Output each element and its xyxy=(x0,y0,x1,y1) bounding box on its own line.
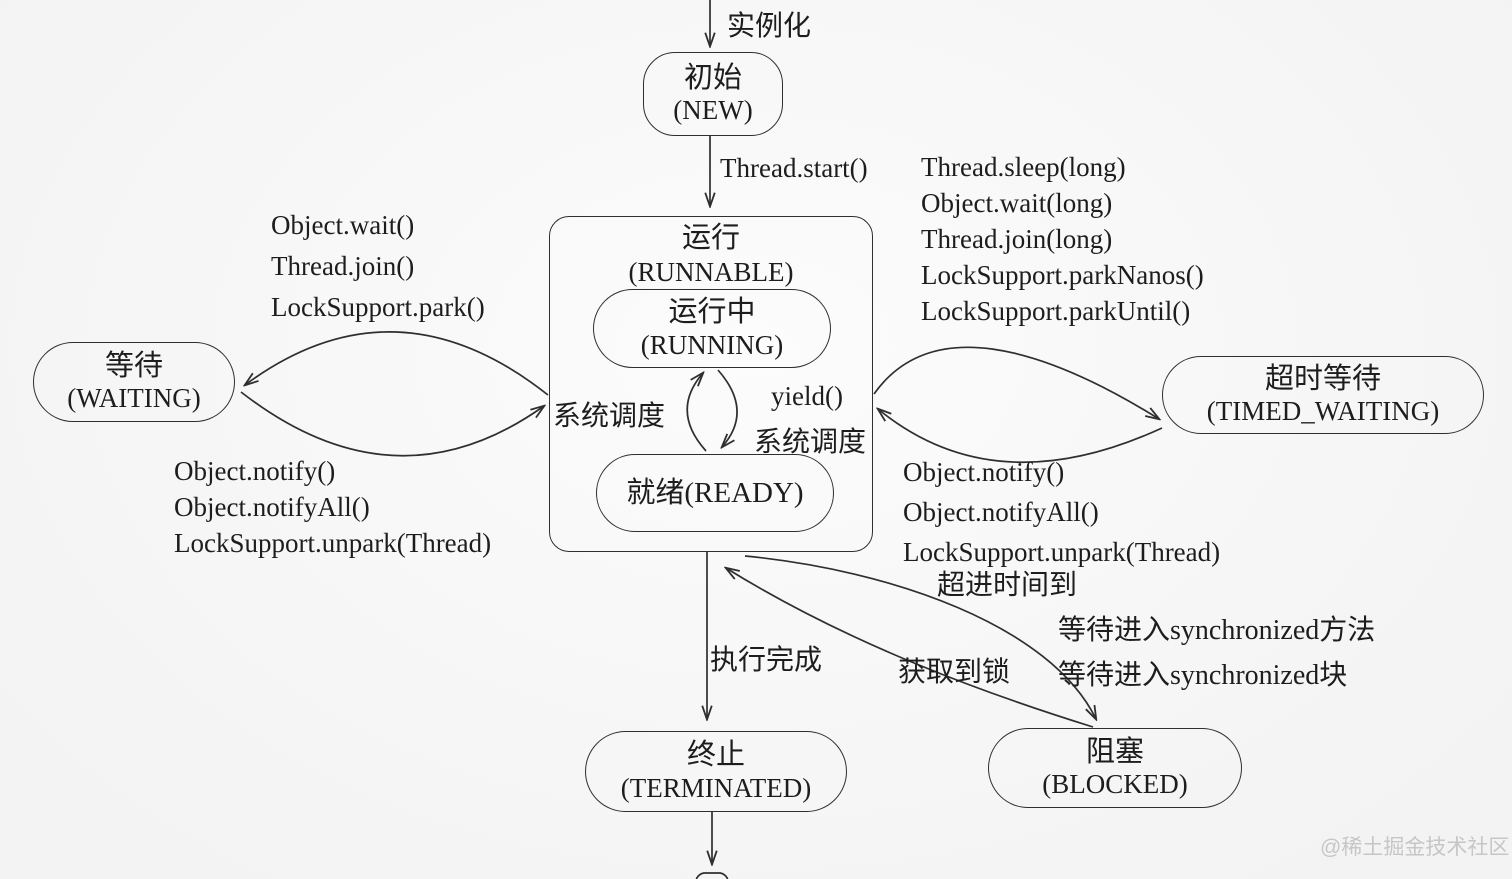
node-running: 运行中 (RUNNING) xyxy=(593,289,831,368)
label-group-waiting-to-runnable: Object.notify() Object.notifyAll() LockS… xyxy=(174,453,491,561)
label-thread-sleep-long: Thread.sleep(long) xyxy=(921,152,1126,182)
node-runnable: 运行 (RUNNABLE) 运行中 (RUNNING) 就绪(READY) xyxy=(549,216,873,552)
node-terminated-label-en: (TERMINATED) xyxy=(620,772,812,803)
label-locksupport-park: LockSupport.park() xyxy=(271,292,485,322)
node-blocked-label-zh: 阻塞 xyxy=(1085,735,1144,768)
node-waiting-label-en: (WAITING) xyxy=(67,383,201,414)
label-group-runnable-to-timed-waiting: Thread.sleep(long) Object.wait(long) Thr… xyxy=(921,149,1204,329)
node-blocked-label-en: (BLOCKED) xyxy=(1042,769,1188,800)
node-waiting: 等待 (WAITING) xyxy=(33,342,235,422)
label-thread-start: Thread.start() xyxy=(720,153,868,183)
node-waiting-label-zh: 等待 xyxy=(104,349,163,382)
node-timed-waiting: 超时等待 (TIMED_WAITING) xyxy=(1162,356,1484,434)
label-locksupport-parknanos: LockSupport.parkNanos() xyxy=(921,260,1204,290)
bottom-cropped-node-stub xyxy=(695,872,729,879)
edge-runnable-to-timed-waiting-arc xyxy=(873,346,1159,419)
label-object-wait-long: Object.wait(long) xyxy=(921,188,1113,218)
edge-blocked-to-runnable-curve xyxy=(726,568,1094,728)
label-execution-complete: 执行完成 xyxy=(710,645,823,676)
label-system-scheduler-left: 系统调度 xyxy=(553,401,666,432)
node-new-label-zh: 初始 xyxy=(683,61,742,94)
label-object-notifyall-right: Object.notifyAll() xyxy=(903,497,1099,527)
node-ready-label: 就绪(READY) xyxy=(626,476,804,509)
edge-running-to-ready-arc xyxy=(717,369,738,447)
label-lock-acquired: 获取到锁 xyxy=(898,657,1011,688)
label-thread-join-long: Thread.join(long) xyxy=(921,224,1113,254)
edge-waiting-to-runnable-arc xyxy=(240,391,544,457)
label-yield: yield() xyxy=(771,381,843,411)
edge-runnable-to-blocked-curve xyxy=(744,555,1096,719)
node-runnable-title: 运行 (RUNNABLE) xyxy=(550,221,872,289)
label-object-notifyall-left: Object.notifyAll() xyxy=(174,492,370,522)
node-blocked: 阻塞 (BLOCKED) xyxy=(988,728,1242,808)
node-new: 初始 (NEW) xyxy=(643,52,783,136)
node-timed-waiting-label-en: (TIMED_WAITING) xyxy=(1206,396,1440,427)
node-terminated-label-zh: 终止 xyxy=(686,739,745,772)
label-thread-join: Thread.join() xyxy=(271,251,415,281)
label-instantiate: 实例化 xyxy=(727,11,812,42)
node-runnable-label-en: (RUNNABLE) xyxy=(628,257,794,288)
edge-timed-waiting-to-runnable-arc xyxy=(878,409,1163,464)
edge-ready-to-running-arc xyxy=(686,373,707,452)
node-running-label-zh: 运行中 xyxy=(668,296,756,329)
node-timed-waiting-label-zh: 超时等待 xyxy=(1264,362,1381,395)
label-wait-synchronized-block: 等待进入synchronized块 xyxy=(1058,660,1348,691)
label-object-wait: Object.wait() xyxy=(271,210,415,240)
label-group-runnable-to-blocked: 等待进入synchronized方法 等待进入synchronized块 xyxy=(1058,608,1375,698)
label-object-notify-left: Object.notify() xyxy=(174,456,336,486)
node-running-label-en: (RUNNING) xyxy=(640,329,784,360)
node-ready: 就绪(READY) xyxy=(596,454,834,532)
label-wait-synchronized-method: 等待进入synchronized方法 xyxy=(1058,615,1376,646)
node-runnable-label-zh: 运行 xyxy=(681,222,740,254)
label-object-notify-right: Object.notify() xyxy=(903,457,1065,487)
node-terminated: 终止 (TERMINATED) xyxy=(585,731,847,812)
node-new-label-en: (NEW) xyxy=(673,95,753,126)
edge-runnable-to-waiting-arc xyxy=(245,331,549,396)
label-timeout-reached: 超进时间到 xyxy=(937,570,1078,601)
label-group-timed-waiting-to-runnable: Object.notify() Object.notifyAll() LockS… xyxy=(903,452,1220,572)
watermark: @稀土掘金技术社区 xyxy=(1320,836,1510,859)
label-locksupport-unpark-right: LockSupport.unpark(Thread) xyxy=(903,537,1221,567)
label-group-runnable-to-waiting: Object.wait() Thread.join() LockSupport.… xyxy=(271,205,485,328)
label-locksupport-unpark-left: LockSupport.unpark(Thread) xyxy=(174,528,492,558)
label-locksupport-parkuntil: LockSupport.parkUntil() xyxy=(921,296,1191,326)
label-system-scheduler-right: 系统调度 xyxy=(754,427,867,458)
